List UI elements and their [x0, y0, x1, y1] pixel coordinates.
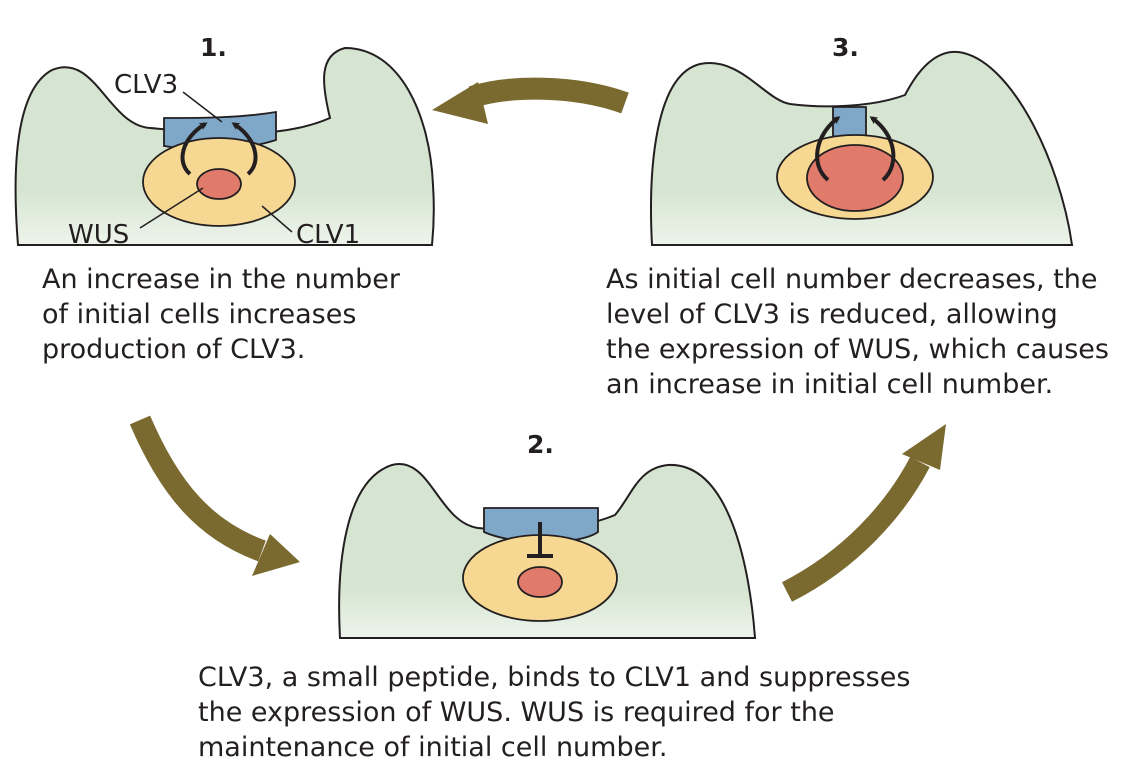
cycle-arrow-2-to-3 — [781, 424, 946, 602]
step-1-caption: An increase in the number of initial cel… — [42, 264, 401, 365]
cycle-arrow-1-to-2 — [129, 415, 300, 576]
upregulation-arrow-left — [815, 116, 841, 182]
panel-2-meristem — [338, 463, 757, 639]
wus-zone — [196, 168, 242, 200]
upregulation-arrow-right — [869, 116, 896, 182]
wus-leader-line — [139, 187, 204, 229]
step-number-3: 3. — [832, 33, 859, 62]
panel-3-meristem — [650, 50, 1074, 246]
wus-label: WUS — [68, 220, 130, 250]
clv1-label: CLV1 — [296, 220, 361, 250]
clv3-leader-line — [182, 91, 223, 123]
clv3-label: CLV3 — [114, 70, 179, 100]
step-number-1: 1. — [200, 33, 227, 62]
cycle-arrow-3-to-1 — [432, 77, 629, 124]
clv1-leader-line — [261, 205, 293, 233]
step-number-2: 2. — [527, 430, 554, 459]
wus-zone — [806, 144, 904, 212]
step-3-caption: As initial cell number decreases, the le… — [606, 264, 1109, 400]
step-2-caption: CLV3, a small peptide, binds to CLV1 and… — [198, 662, 911, 763]
wus-zone — [517, 566, 563, 598]
upregulation-arrow-right — [231, 122, 258, 176]
upregulation-arrow-left — [180, 122, 208, 176]
panel-1-meristem — [14, 46, 435, 246]
